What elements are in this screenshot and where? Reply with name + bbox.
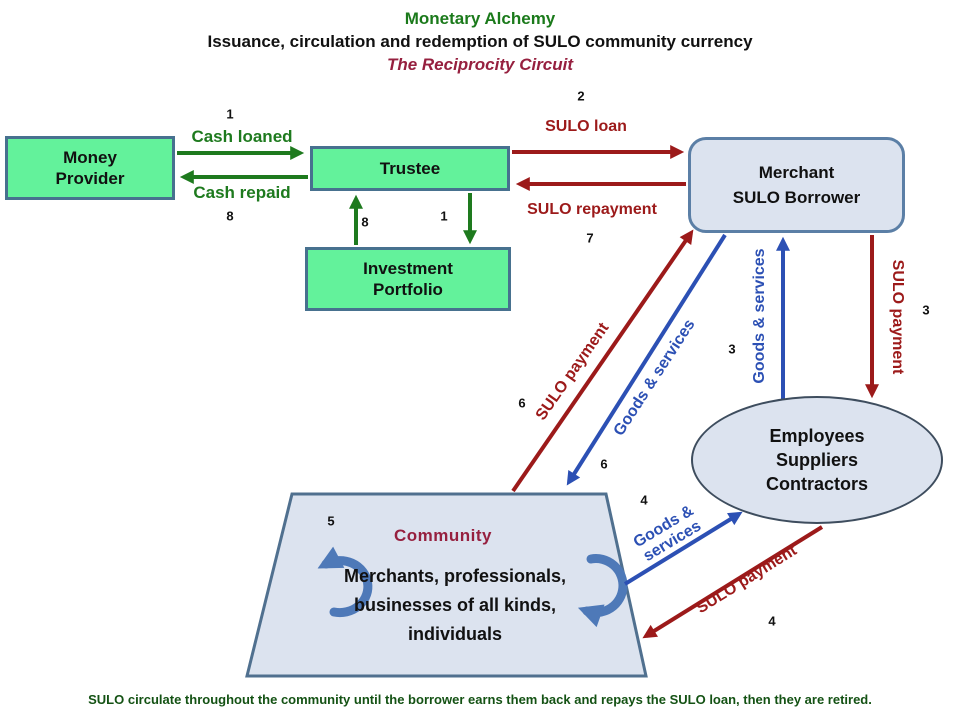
sulo-payment-merchant-employees-label: SULO payment xyxy=(889,259,906,375)
sulo-repayment-label: SULO repayment xyxy=(527,201,657,218)
step-3-goods-services: 3 xyxy=(728,341,736,357)
employees-label-line1: Employees xyxy=(769,426,865,446)
money-provider-label-line2: Provider xyxy=(55,169,125,188)
employees-node: Employees Suppliers Contractors xyxy=(691,396,943,524)
step-1-cash-loaned: 1 xyxy=(226,106,234,122)
header: Monetary Alchemy Issuance, circulation a… xyxy=(0,8,960,76)
investment-portfolio-node: Investment Portfolio xyxy=(305,247,511,311)
step-4-goods-services: 4 xyxy=(640,492,648,508)
merchant-label-line2: SULO Borrower xyxy=(732,188,861,207)
community-trapezoid xyxy=(245,492,648,678)
cash-loaned-label: Cash loaned xyxy=(191,127,293,146)
community-title: Community xyxy=(394,526,492,545)
diagram-tagline: The Reciprocity Circuit xyxy=(386,55,574,74)
employees-label-line2: Suppliers xyxy=(775,450,859,470)
investment-portfolio-label-line1: Investment xyxy=(363,259,453,278)
step-3-sulo-payment: 3 xyxy=(922,302,930,318)
goods-services-employees-merchant-label: Goods & services xyxy=(751,248,768,384)
goods-services-merchant-community-arrow xyxy=(566,233,727,486)
diagram-subtitle: Issuance, circulation and redemption of … xyxy=(207,32,753,51)
step-6-goods-services: 6 xyxy=(600,456,608,472)
step-2-sulo-loan: 2 xyxy=(577,88,585,104)
community-description-line2: businesses of all kinds, xyxy=(353,595,557,615)
sulo-loan-label: SULO loan xyxy=(545,118,627,135)
community-description: Merchants, professionals, businesses of … xyxy=(305,562,605,649)
step-7-sulo-repayment: 7 xyxy=(586,230,594,246)
community-cycle-right-icon xyxy=(577,554,628,628)
step-1-investment-deposit: 1 xyxy=(440,208,448,224)
diagram-title: Monetary Alchemy xyxy=(404,9,556,28)
cash-repaid-label: Cash repaid xyxy=(193,183,291,202)
merchant-node: Merchant SULO Borrower xyxy=(688,137,905,233)
trustee-node: Trustee xyxy=(310,146,510,191)
step-8-cash-repaid: 8 xyxy=(226,208,234,224)
community-cycle-left-icon xyxy=(317,546,373,618)
trustee-label: Trustee xyxy=(379,159,441,178)
sulo-payment-employees-community-arrow xyxy=(642,525,824,639)
goods-services-community-employees-arrow xyxy=(623,511,743,586)
sulo-payment-community-merchant-arrow xyxy=(511,229,694,493)
step-8-investment-return: 8 xyxy=(361,214,369,230)
step-6-sulo-payment: 6 xyxy=(518,395,526,411)
step-4-sulo-payment: 4 xyxy=(768,613,776,629)
merchant-label-line1: Merchant xyxy=(758,163,835,182)
footer-note: SULO circulate throughout the community … xyxy=(88,692,872,707)
step-5-community: 5 xyxy=(327,513,335,529)
money-provider-node: Money Provider xyxy=(5,136,175,200)
money-provider-label-line1: Money xyxy=(63,148,117,167)
investment-portfolio-label-line2: Portfolio xyxy=(373,280,443,299)
community-description-line3: individuals xyxy=(407,624,503,644)
community-description-line1: Merchants, professionals, xyxy=(343,566,567,586)
employees-label-line3: Contractors xyxy=(765,474,868,494)
